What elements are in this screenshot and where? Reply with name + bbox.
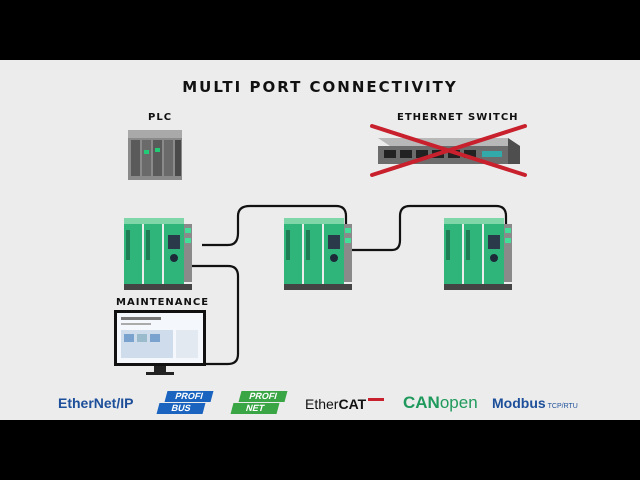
ethernet-switch-label: ETHERNET SWITCH xyxy=(397,112,519,123)
profinet-bottom-text: NET xyxy=(230,403,280,414)
ethercat-text-b: CAT xyxy=(338,396,367,412)
ethernet-cable-2 xyxy=(350,204,508,252)
maintenance-label: MAINTENANCE xyxy=(116,297,210,308)
canopen-text-a: CAN xyxy=(403,393,440,412)
modbus-text: Modbus xyxy=(492,395,546,411)
ethercat-arrow-icon xyxy=(368,398,385,401)
ethernet-cable-3 xyxy=(190,264,240,366)
profinet-top-text: PROFI xyxy=(238,391,288,402)
modbus-sub-text: TCP/RTU xyxy=(547,403,578,410)
profibus-bottom-text: BUS xyxy=(156,403,206,414)
cross-icon xyxy=(370,124,527,177)
profibus-top-text: PROFI xyxy=(164,391,214,402)
plc-label: PLC xyxy=(148,112,173,123)
ethercat-text-a: Ether xyxy=(305,396,339,412)
power-controller-3 xyxy=(444,218,512,290)
ethercat-logo: EtherCAT xyxy=(305,396,385,412)
monitor xyxy=(114,310,206,375)
diagram-canvas: MULTI PORT CONNECTIVITY xyxy=(0,60,640,420)
ethernet-cable-1 xyxy=(202,204,348,247)
ethernetip-logo: EtherNet/IP xyxy=(58,395,134,411)
plc-device xyxy=(128,130,182,180)
diagram-drawing xyxy=(114,124,527,375)
profibus-logo: PROFI BUS xyxy=(156,391,214,415)
power-controller-1 xyxy=(124,218,192,290)
canopen-text-b: open xyxy=(439,393,478,412)
power-controller-2 xyxy=(284,218,352,290)
profinet-logo: PROFI NET xyxy=(230,391,288,415)
canopen-logo: CANopen xyxy=(403,393,478,413)
page-title: MULTI PORT CONNECTIVITY xyxy=(182,78,458,96)
